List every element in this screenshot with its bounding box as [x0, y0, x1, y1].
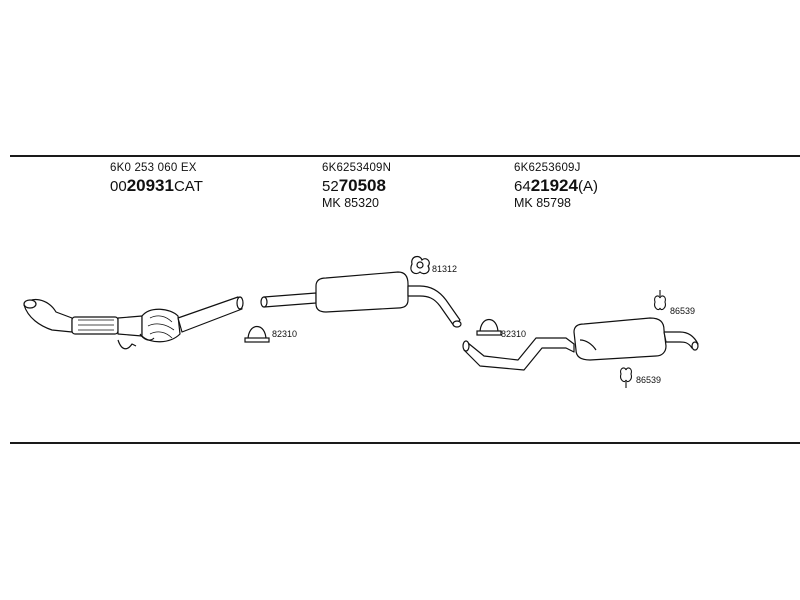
front-pipe-catalytic-converter — [23, 296, 244, 350]
clamp-82310-left — [244, 325, 270, 343]
oem-code: 6K6253609J — [514, 162, 581, 174]
part-label-catalytic-converter: 6K0 253 060 EX 0020931CAT — [110, 162, 203, 195]
part-label-middle-silencer: 6K6253409N 5270508 MK 85320 — [322, 162, 391, 210]
mk-number: MK 85798 — [514, 195, 571, 210]
part-number: 6421924(A) — [514, 176, 598, 196]
clamp-82310-right — [476, 318, 502, 336]
rubber-hanger-81312-label: 81312 — [432, 264, 457, 274]
part-number: 0020931CAT — [110, 176, 203, 196]
clamp-82310-right-label: 82310 — [501, 329, 526, 339]
rubber-mount-86539-bottom-label: 86539 — [636, 375, 661, 385]
top-divider — [10, 155, 800, 157]
rubber-hanger-81312 — [410, 255, 430, 275]
rubber-mount-86539-top — [654, 290, 666, 311]
oem-code: 6K6253409N — [322, 162, 392, 174]
oem-code: 6K0 253 060 EX — [110, 162, 197, 174]
clamp-82310-left-label: 82310 — [272, 329, 297, 339]
middle-silencer — [260, 271, 462, 328]
mk-number: MK 85320 — [322, 195, 379, 210]
part-number: 5270508 — [322, 176, 386, 196]
bottom-divider — [10, 442, 800, 444]
rubber-mount-86539-bottom — [620, 367, 632, 388]
part-label-rear-silencer: 6K6253609J 6421924(A) MK 85798 — [514, 162, 598, 210]
rear-pipe-rear-silencer — [462, 317, 699, 371]
rubber-mount-86539-top-label: 86539 — [670, 306, 695, 316]
